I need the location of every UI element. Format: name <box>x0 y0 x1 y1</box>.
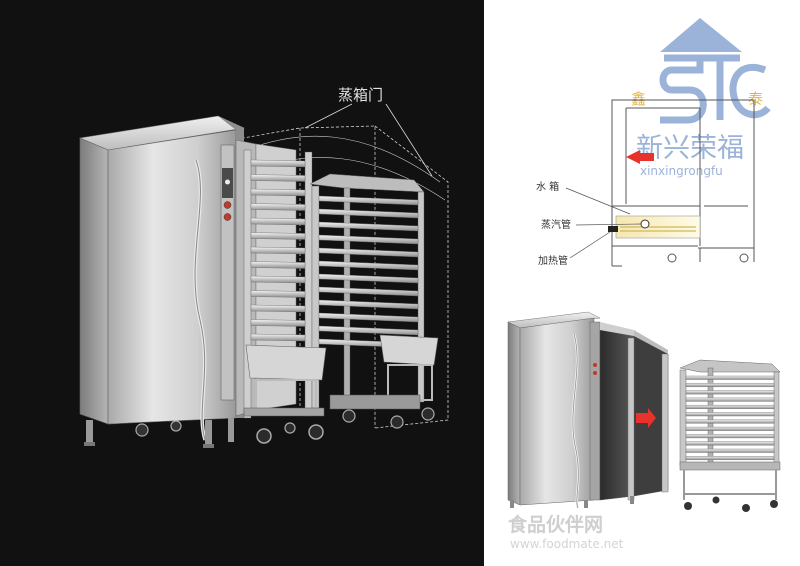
steam-pipe-icon <box>640 219 650 229</box>
door-callout: 蒸箱门 <box>304 86 433 177</box>
tray-bar <box>318 260 419 271</box>
tray-bar <box>250 319 306 327</box>
tray-bar <box>685 448 775 453</box>
caster-wheel-icon <box>342 409 356 423</box>
tray-rack-pulled-out <box>309 173 425 409</box>
tray-bar <box>318 273 419 284</box>
tray-bar <box>685 412 775 417</box>
caster-wheel-icon <box>742 504 750 512</box>
tray-bar <box>250 217 306 226</box>
schematic-wheel-icon <box>667 253 677 263</box>
tray-bar <box>318 234 419 245</box>
tray-bar <box>685 456 775 460</box>
tray-rack-front <box>243 149 313 419</box>
schematic-labels: 水 箱 蒸汽管 加热管 <box>536 180 642 267</box>
tray-bar <box>250 203 306 211</box>
indicator-light-icon <box>225 179 230 185</box>
control-strip <box>220 144 235 401</box>
tray-bar <box>250 261 306 269</box>
watermark-url: www.foodmate.net <box>510 537 624 551</box>
insert-arrow-icon <box>636 408 656 428</box>
tray-bar <box>318 195 419 206</box>
door-label: 蒸箱门 <box>338 86 383 104</box>
tray-bar <box>685 383 775 387</box>
watermark-cn: 食品伙伴网 <box>508 513 603 536</box>
tray-bar <box>250 304 306 313</box>
caster-wheel-icon <box>712 496 720 504</box>
steamer-cabinet-main <box>78 115 246 448</box>
cabinet-foot <box>86 420 93 444</box>
control-knob-icon <box>223 201 232 209</box>
caster-wheel-icon <box>256 428 272 444</box>
tray-bar <box>250 333 306 342</box>
tray-bar <box>685 419 775 424</box>
label-water-tank: 水 箱 <box>536 180 559 193</box>
tray-rack-bottom-right <box>679 359 781 512</box>
tray-bar <box>685 434 775 439</box>
label-steam-pipe: 蒸汽管 <box>541 218 571 231</box>
tray-bar <box>318 286 419 297</box>
heater-terminal-icon <box>608 226 618 232</box>
tray-bar <box>685 390 775 395</box>
tray-bar <box>318 247 419 258</box>
cabinet-foot <box>228 418 234 442</box>
tray-bar <box>318 208 419 219</box>
red-arrow-icon <box>626 150 640 164</box>
rack-base-frames <box>243 334 439 417</box>
tray-bar <box>250 246 306 255</box>
logo-char-left: 鑫 <box>631 90 646 108</box>
caster-wheel-icon <box>390 415 404 429</box>
tray-bar <box>685 441 775 446</box>
tray-bar <box>318 299 419 310</box>
watermark: 食品伙伴网 www.foodmate.net <box>508 513 624 551</box>
tray-bar <box>250 188 306 197</box>
schematic-wheel-icon <box>739 253 749 263</box>
logo-char-right: 泰 <box>748 90 763 108</box>
tray-bar <box>685 375 775 380</box>
tray-bar <box>250 275 306 284</box>
tray-bar <box>685 405 775 409</box>
tray-bar <box>685 426 775 431</box>
caster-wheel-icon <box>170 420 182 432</box>
tray-bar <box>318 312 419 323</box>
logo-name-pinyin: xinxingrongfu <box>640 164 723 178</box>
tray-bar <box>250 290 306 298</box>
tray-bar <box>685 397 775 402</box>
control-knob-icon <box>223 213 232 221</box>
caster-wheel-icon <box>135 423 149 437</box>
caster-wheel-icon <box>770 500 778 508</box>
label-heating-pipe: 加热管 <box>538 254 568 267</box>
steamer-cabinet-bottom-right <box>507 311 669 509</box>
caster-wheel-icon <box>421 407 435 421</box>
tray-bar <box>250 159 306 168</box>
caster-wheel-icon <box>308 424 324 440</box>
tray-bar <box>250 174 306 182</box>
cabinet-foot <box>205 420 212 446</box>
tray-bar <box>318 325 419 336</box>
logo-roof-shape <box>660 18 742 52</box>
caster-wheel-icon <box>684 502 692 510</box>
tray-bar <box>318 221 419 232</box>
schematic-diagram <box>611 99 755 267</box>
caster-wheel-icon <box>284 422 296 434</box>
tray-bar <box>250 232 306 240</box>
rack-wheels <box>256 407 435 444</box>
